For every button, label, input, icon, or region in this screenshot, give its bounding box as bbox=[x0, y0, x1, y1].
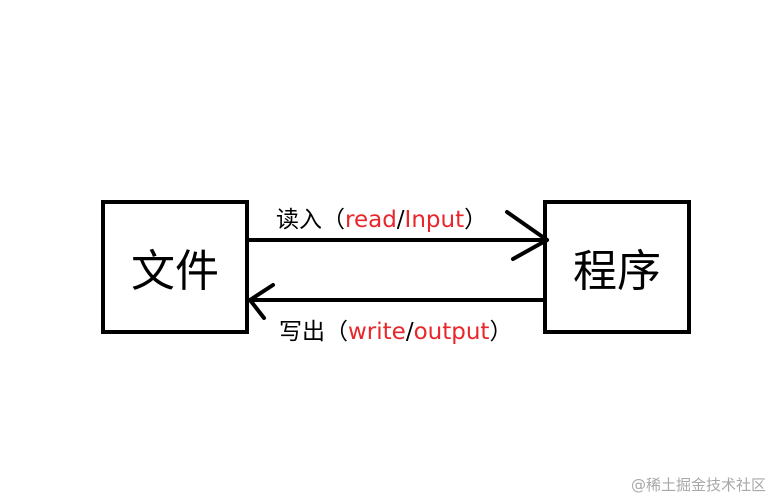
program-node-label: 程序 bbox=[573, 246, 661, 297]
watermark-text: @稀土掘金技术社区 bbox=[630, 476, 766, 494]
file-node: 文件 bbox=[101, 200, 249, 334]
write-label-prefix: 写出（ bbox=[279, 319, 348, 345]
write-label-suffix: ） bbox=[489, 319, 513, 345]
write-edge-label: 写出（write/output） bbox=[279, 312, 512, 346]
file-node-label: 文件 bbox=[131, 246, 219, 297]
write-arrow bbox=[248, 283, 545, 320]
read-label-prefix: 读入（ bbox=[276, 207, 345, 233]
read-label-term1: read bbox=[345, 207, 397, 233]
read-label-term2: Input bbox=[404, 207, 465, 233]
write-arrowhead-lower bbox=[248, 298, 266, 320]
program-node: 程序 bbox=[543, 200, 691, 334]
write-arrowhead-upper bbox=[248, 283, 275, 302]
write-label-term2: output bbox=[413, 319, 490, 345]
read-label-sep: / bbox=[396, 207, 405, 233]
read-label-suffix: ） bbox=[464, 207, 488, 233]
write-label-term1: write bbox=[348, 319, 406, 345]
read-arrow bbox=[247, 210, 549, 261]
write-label-sep: / bbox=[405, 319, 414, 345]
read-arrowhead-upper bbox=[505, 210, 549, 242]
read-edge-label: 读入（read/Input） bbox=[276, 200, 487, 234]
read-arrowhead-lower bbox=[511, 238, 549, 261]
